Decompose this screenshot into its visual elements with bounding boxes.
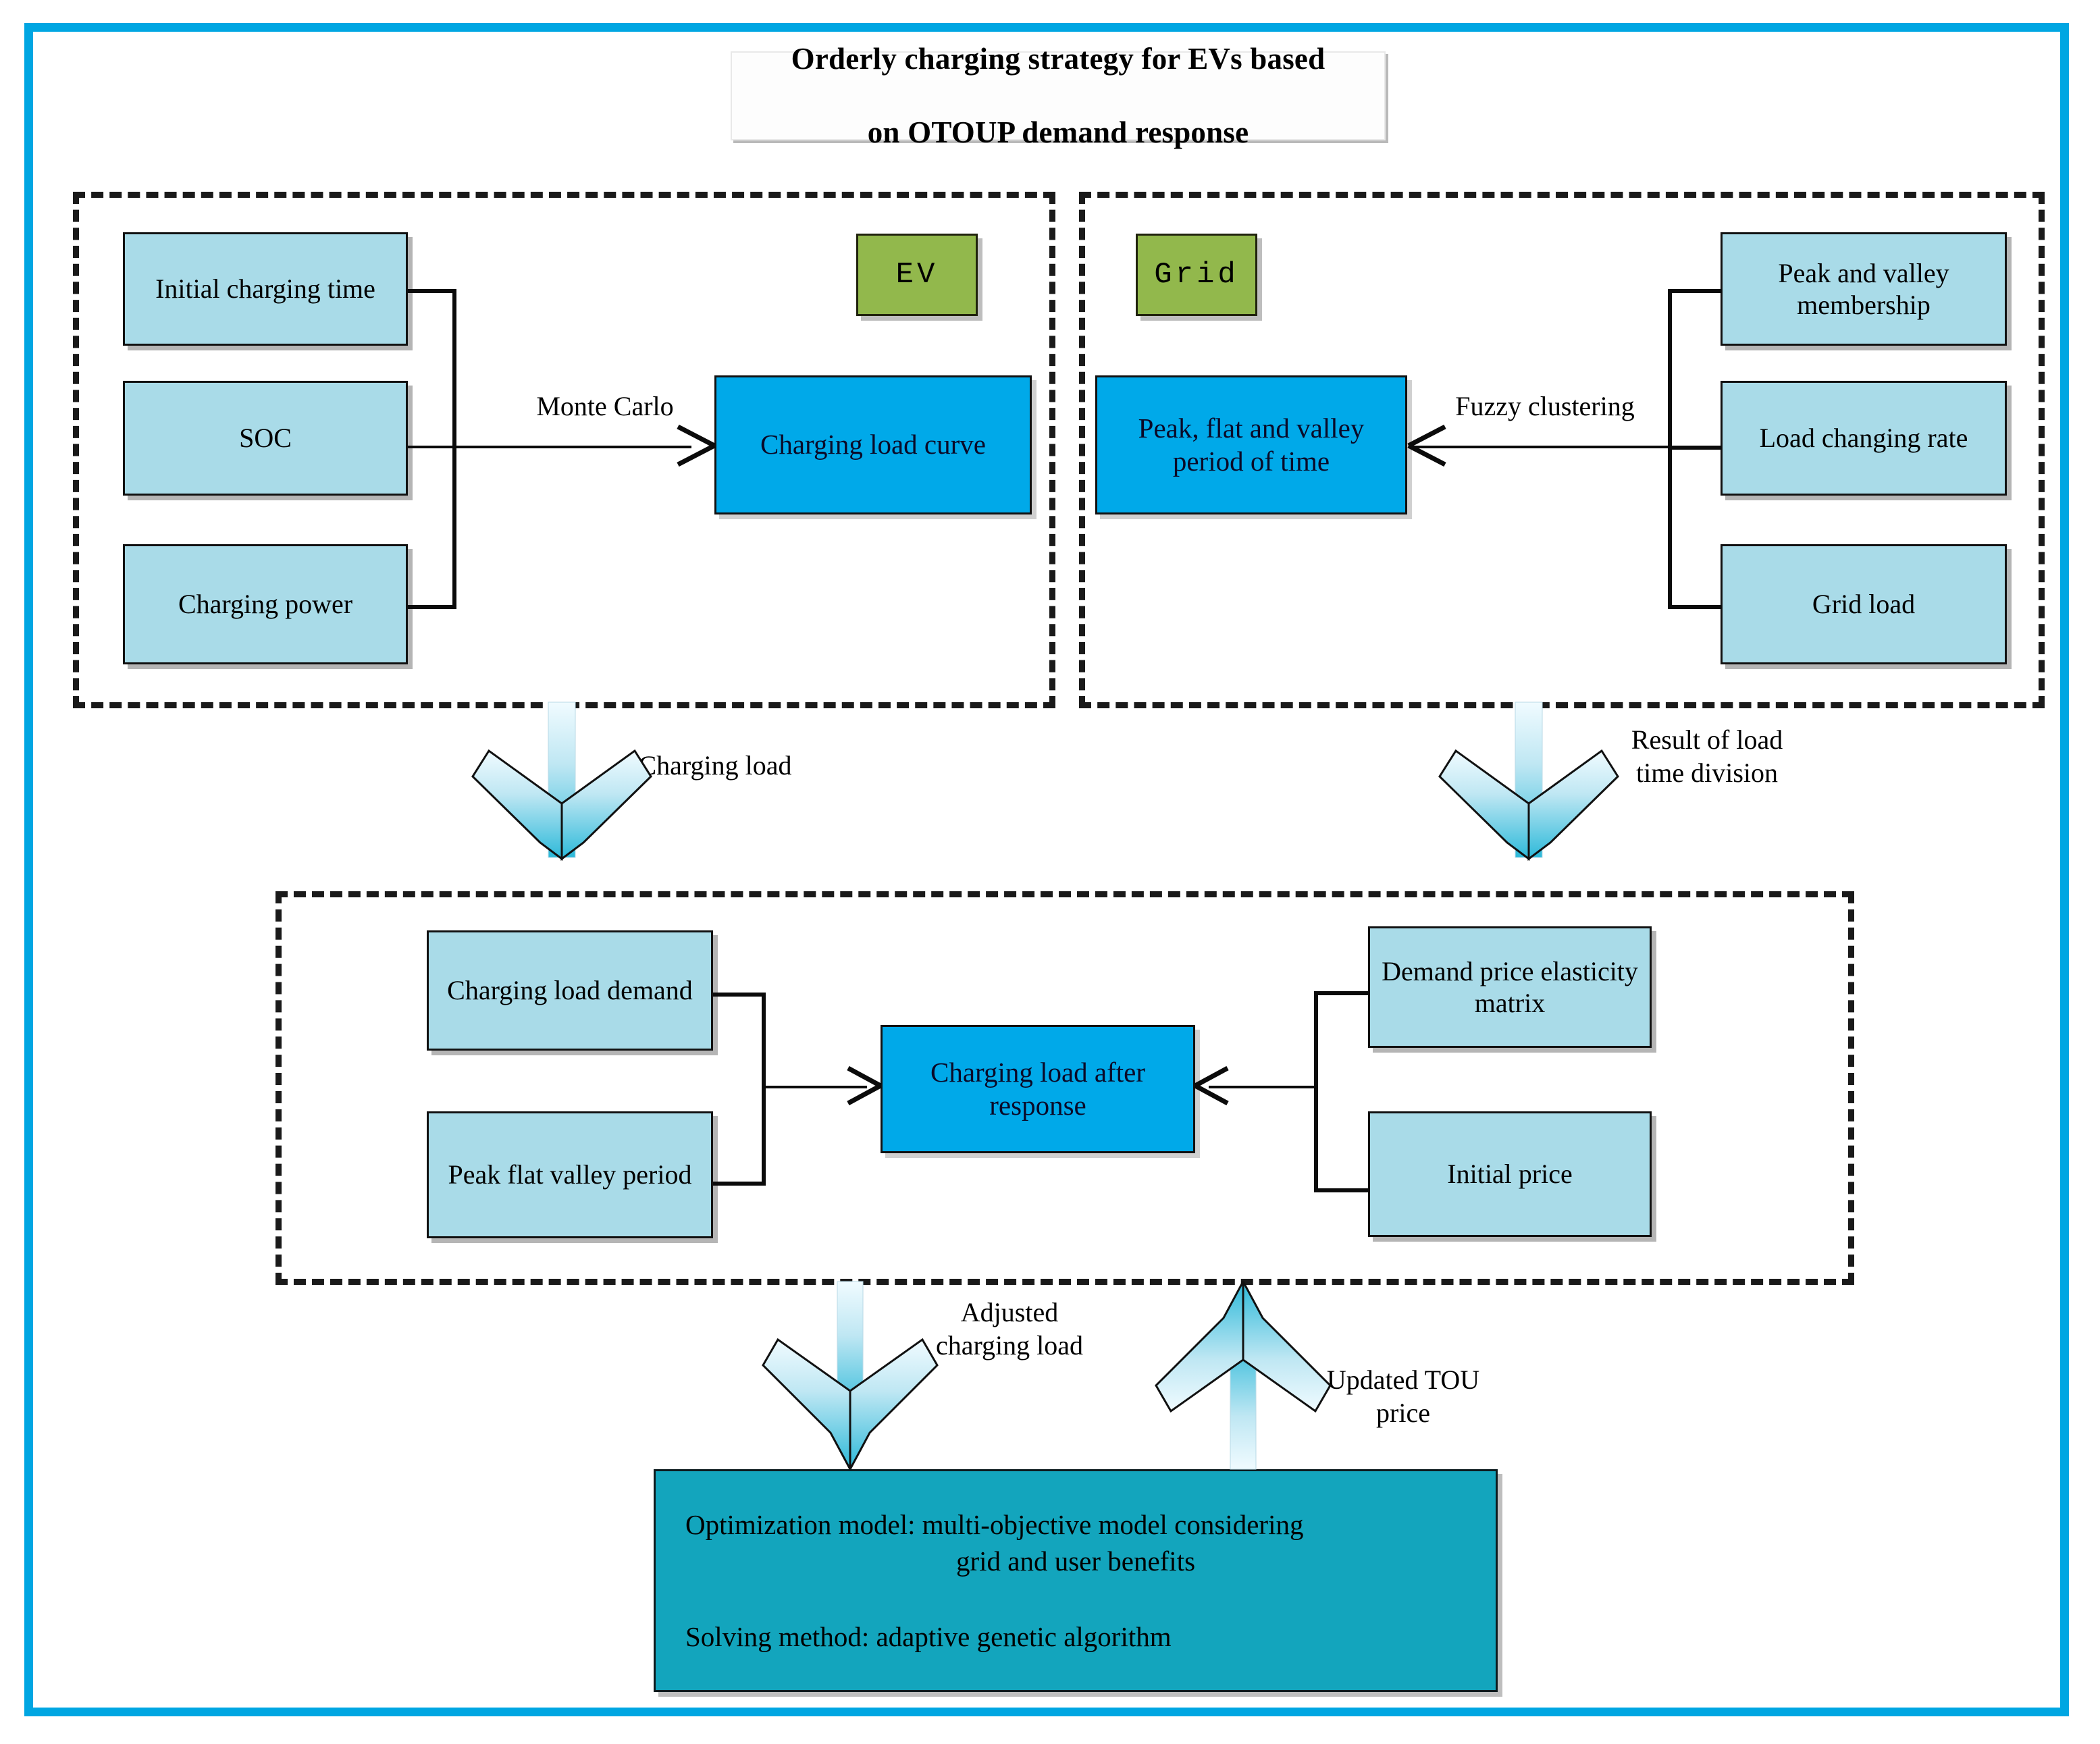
ev-output-charging-load-curve[interactable]: Charging load curve (714, 375, 1032, 514)
grid-to-output-line (1411, 446, 1671, 448)
dr-right-bracket-spine (1314, 991, 1318, 1192)
grid-input-peak-valley-membership[interactable]: Peak and valley membership (1721, 232, 2007, 346)
grid-panel-border (1079, 192, 2045, 708)
optimization-model-line-1: Optimization model: multi-objective mode… (685, 1508, 1304, 1540)
grid-bracket-mid-stub (1668, 446, 1722, 450)
dr-left-to-center-line (762, 1086, 867, 1088)
optimization-model-line-3: Solving method: adaptive genetic algorit… (685, 1621, 1172, 1653)
dr-output-charging-load-after-response-label: Charging load after response (930, 1056, 1146, 1121)
ev-input-initial-charging-time[interactable]: Initial charging time (123, 232, 408, 346)
ev-bracket-bottom-stub (408, 605, 456, 609)
monte-carlo-label: Monte Carlo (536, 391, 674, 421)
page-title-line-2: on OTOUP demand response (867, 115, 1249, 150)
grid-output-peak-flat-valley-period[interactable]: Peak, flat and valley period of time (1095, 375, 1407, 514)
page-title-line-1: Orderly charging strategy for EVs based (791, 41, 1325, 76)
dr-input-charging-load-demand-label: Charging load demand (447, 975, 693, 1006)
demand-response-panel-border (275, 891, 1854, 1285)
dr-input-peak-flat-valley-period-label: Peak flat valley period (448, 1159, 692, 1190)
fuzzy-clustering-label: Fuzzy clustering (1455, 391, 1635, 421)
grid-input-load-changing-rate-label: Load changing rate (1759, 423, 1968, 454)
result-of-load-time-division-label: Result of load time division (1631, 724, 1783, 788)
ev-input-charging-power-label: Charging power (178, 589, 353, 620)
optimization-model-box[interactable]: Optimization model: multi-objective mode… (654, 1469, 1498, 1692)
dr-left-bracket-top-stub (713, 993, 766, 997)
dr-right-bracket-bottom-stub (1314, 1188, 1369, 1192)
optimization-model-line-2: grid and user benefits (955, 1545, 1196, 1577)
dr-input-peak-flat-valley-period[interactable]: Peak flat valley period (427, 1111, 713, 1238)
ev-bracket-spine (452, 289, 456, 608)
dr-input-initial-price-label: Initial price (1447, 1159, 1573, 1190)
ev-input-soc[interactable]: SOC (123, 381, 408, 496)
ev-bracket-top-stub (408, 289, 456, 293)
grid-bracket-top-stub (1668, 289, 1722, 293)
page-title: Orderly charging strategy for EVs based … (731, 42, 1386, 149)
grid-input-grid-load-label: Grid load (1812, 589, 1916, 620)
grid-bracket-bottom-stub (1668, 605, 1722, 609)
charging-load-transfer-label: Charging load (638, 750, 792, 781)
dr-input-initial-price[interactable]: Initial price (1368, 1111, 1652, 1237)
dr-left-bracket-spine (762, 993, 766, 1186)
ev-input-soc-label: SOC (239, 423, 292, 454)
updated-tou-price-label: Updated TOU price (1326, 1365, 1480, 1428)
ev-badge-label: EV (895, 258, 939, 292)
grid-badge: Grid (1136, 234, 1257, 316)
dr-left-bracket-bottom-stub (713, 1182, 766, 1186)
dr-input-demand-price-elasticity-matrix[interactable]: Demand price elasticity matrix (1368, 926, 1652, 1048)
grid-input-peak-valley-membership-label: Peak and valley membership (1778, 257, 1949, 320)
ev-input-charging-power[interactable]: Charging power (123, 544, 408, 664)
grid-output-peak-flat-valley-period-label: Peak, flat and valley period of time (1138, 412, 1365, 477)
ev-to-output-line (408, 446, 691, 448)
grid-badge-label: Grid (1154, 258, 1239, 292)
dr-input-charging-load-demand[interactable]: Charging load demand (427, 930, 713, 1051)
dr-output-charging-load-after-response[interactable]: Charging load after response (881, 1025, 1195, 1153)
dr-input-demand-price-elasticity-matrix-label: Demand price elasticity matrix (1382, 955, 1638, 1018)
grid-bracket-spine (1668, 289, 1672, 608)
ev-output-charging-load-curve-label: Charging load curve (760, 429, 986, 460)
grid-input-load-changing-rate[interactable]: Load changing rate (1721, 381, 2007, 496)
ev-badge: EV (856, 234, 978, 316)
ev-input-initial-charging-time-label: Initial charging time (155, 273, 375, 305)
adjusted-charging-load-label: Adjusted charging load (935, 1297, 1084, 1360)
dr-right-to-center-line (1209, 1086, 1317, 1088)
dr-right-bracket-top-stub (1314, 991, 1369, 995)
grid-input-grid-load[interactable]: Grid load (1721, 544, 2007, 664)
